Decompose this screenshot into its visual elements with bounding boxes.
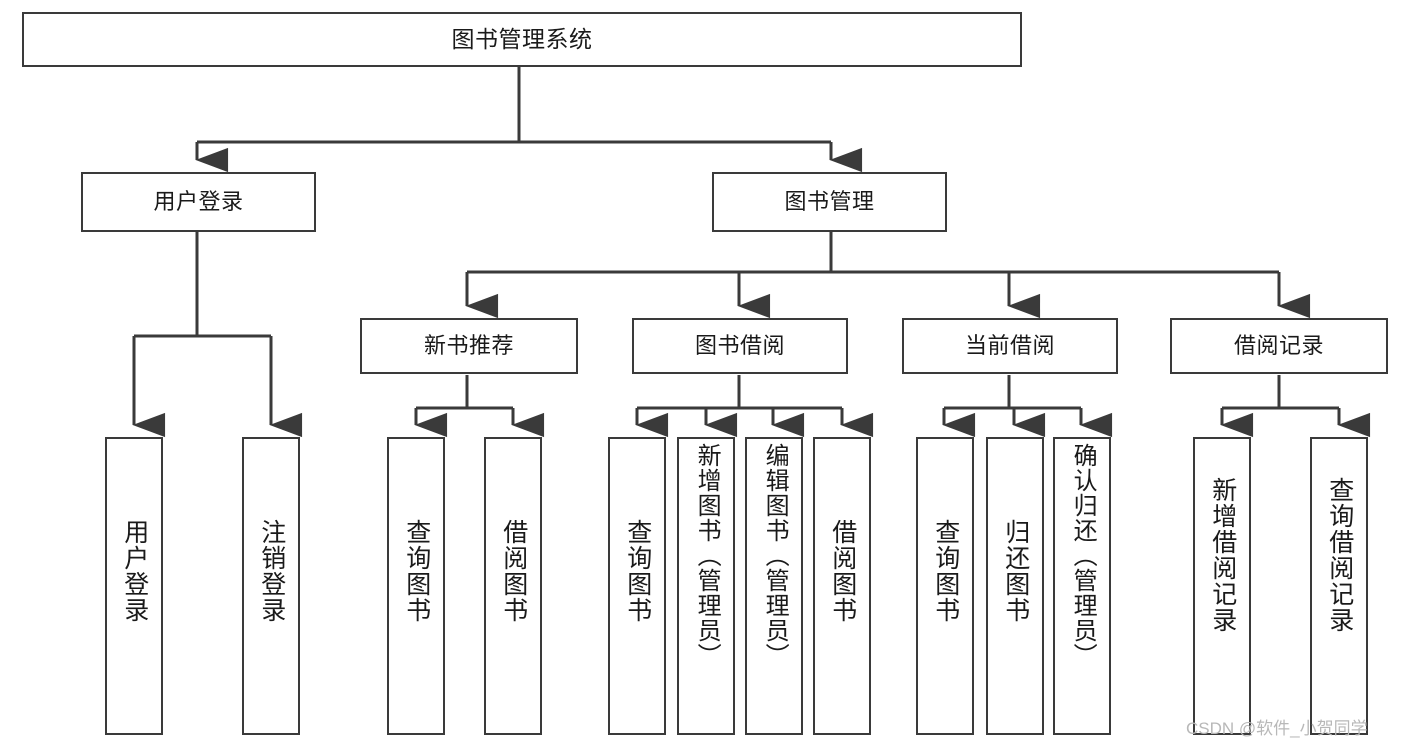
leaf-add-record[interactable]: 新增借阅记录 (1193, 437, 1251, 735)
node-user-login[interactable]: 用户登录 (81, 172, 316, 232)
node-label: 新增图书（管理员） (693, 443, 721, 668)
node-label: 借阅图书 (828, 519, 857, 623)
node-label: 查询图书 (623, 519, 652, 623)
node-label: 图书管理 (784, 188, 875, 214)
leaf-user-login[interactable]: 用户登录 (105, 437, 163, 735)
node-label: 用户登录 (153, 188, 244, 214)
leaf-query-book-1[interactable]: 查询图书 (387, 437, 445, 735)
leaf-borrow-book-1[interactable]: 借阅图书 (484, 437, 542, 735)
node-label: 图书管理系统 (451, 25, 593, 52)
node-label: 用户登录 (120, 519, 149, 623)
node-root-system[interactable]: 图书管理系统 (22, 12, 1022, 67)
node-label: 确认归还（管理员） (1069, 443, 1097, 668)
leaf-add-book[interactable]: 新增图书（管理员） (677, 437, 735, 735)
node-label: 归还图书 (1001, 519, 1030, 623)
leaf-confirm-return[interactable]: 确认归还（管理员） (1053, 437, 1111, 735)
watermark-text: CSDN @软件_小贺同学 (1186, 719, 1368, 738)
node-label: 注销登录 (257, 519, 286, 623)
leaf-query-record[interactable]: 查询借阅记录 (1310, 437, 1368, 735)
node-label: 新书推荐 (423, 332, 514, 358)
node-label: 新增借阅记录 (1208, 477, 1237, 633)
node-current-borrow[interactable]: 当前借阅 (902, 318, 1118, 374)
leaf-logout-login[interactable]: 注销登录 (242, 437, 300, 735)
leaf-query-book-2[interactable]: 查询图书 (608, 437, 666, 735)
node-book-manage[interactable]: 图书管理 (712, 172, 947, 232)
node-new-book-recommend[interactable]: 新书推荐 (360, 318, 578, 374)
node-label: 查询图书 (931, 519, 960, 623)
leaf-return-book[interactable]: 归还图书 (986, 437, 1044, 735)
leaf-edit-book[interactable]: 编辑图书（管理员） (745, 437, 803, 735)
node-book-borrow[interactable]: 图书借阅 (632, 318, 848, 374)
node-label: 借阅图书 (499, 519, 528, 623)
leaf-borrow-book-2[interactable]: 借阅图书 (813, 437, 871, 735)
node-borrow-record[interactable]: 借阅记录 (1170, 318, 1388, 374)
leaf-query-book-3[interactable]: 查询图书 (916, 437, 974, 735)
node-label: 查询图书 (402, 519, 431, 623)
node-label: 编辑图书（管理员） (761, 443, 789, 668)
node-label: 当前借阅 (964, 332, 1055, 358)
node-label: 图书借阅 (694, 332, 785, 358)
node-label: 查询借阅记录 (1325, 477, 1354, 633)
node-label: 借阅记录 (1233, 332, 1324, 358)
